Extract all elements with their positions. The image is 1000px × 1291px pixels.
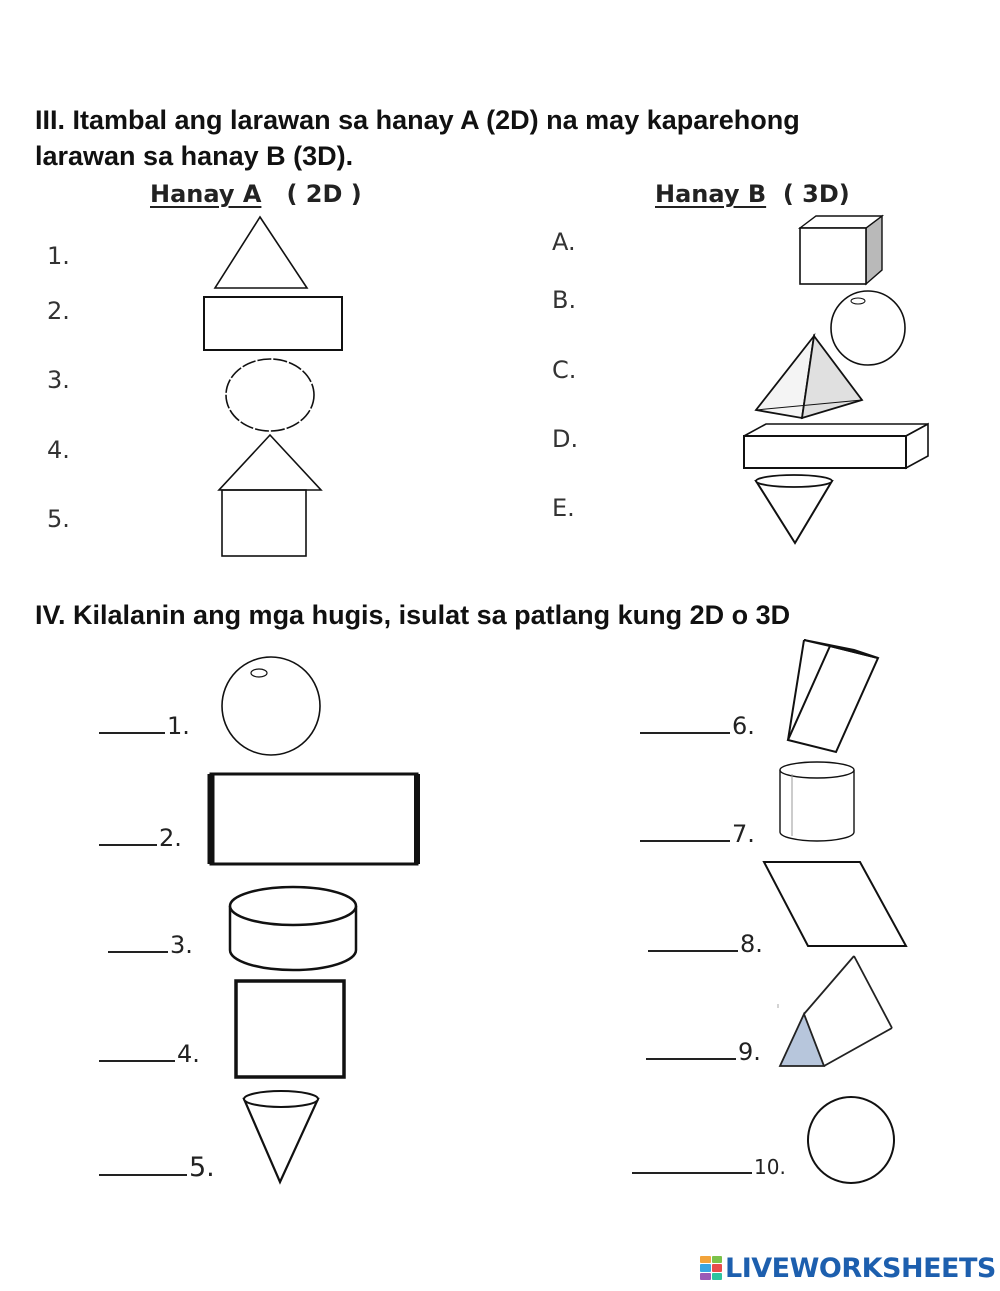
- cylinder-icon: [779, 761, 855, 842]
- answer-blank-1[interactable]: 1.: [99, 712, 190, 740]
- a-item-number: 4.: [47, 436, 70, 464]
- b-item-letter: A.: [552, 228, 576, 256]
- column-a-name: Hanay A: [150, 180, 262, 208]
- blank-line: [99, 1040, 175, 1062]
- answer-blank-7[interactable]: 7.: [640, 820, 755, 848]
- section3-title-line2: larawan sa hanay B (3D).: [35, 141, 354, 171]
- blank-line: [99, 712, 165, 734]
- answer-blank-10[interactable]: 10.: [632, 1152, 786, 1180]
- column-a-tag: ( 2D ): [286, 180, 362, 208]
- blank-line: [632, 1152, 752, 1174]
- b-item-letter: B.: [552, 286, 577, 314]
- liveworksheets-logo[interactable]: LIVEWORKSHEETS: [700, 1252, 996, 1284]
- column-a-header: Hanay A ( 2D ): [150, 180, 362, 208]
- sphere-icon: [221, 656, 321, 756]
- item-number: 6.: [732, 712, 755, 740]
- triangle-icon: [213, 215, 309, 289]
- answer-blank-6[interactable]: 6.: [640, 712, 755, 740]
- parallelogram-icon: [762, 861, 908, 947]
- blank-line: [99, 824, 157, 846]
- b-item-letter: E.: [552, 494, 575, 522]
- cone-icon: [242, 1090, 320, 1185]
- triangular-prism-icon: [777, 955, 893, 1067]
- item-number: 2.: [159, 824, 182, 852]
- answer-blank-9[interactable]: 9.: [646, 1038, 761, 1066]
- rectangle-icon: [207, 772, 420, 866]
- item-number: 8.: [740, 930, 763, 958]
- blank-line: [108, 931, 168, 953]
- logo-text: LIVEWORKSHEETS: [725, 1252, 996, 1284]
- item-number: 7.: [732, 820, 755, 848]
- circle-icon: [225, 358, 315, 432]
- b-item-letter: D.: [552, 425, 579, 453]
- rectangular-prism-icon: [786, 639, 880, 754]
- cylinder-icon: [228, 885, 358, 972]
- item-number: 3.: [170, 931, 193, 959]
- column-b-tag: ( 3D): [782, 180, 850, 208]
- item-number: 5.: [189, 1152, 215, 1183]
- answer-blank-4[interactable]: 4.: [99, 1040, 200, 1068]
- blank-line: [99, 1154, 187, 1176]
- a-item-number: 3.: [47, 366, 70, 394]
- a-item-number: 2.: [47, 297, 70, 325]
- blank-line: [640, 820, 730, 842]
- square-icon: [234, 979, 346, 1079]
- answer-blank-5[interactable]: 5.: [99, 1152, 215, 1183]
- section3-title-line1: III. Itambal ang larawan sa hanay A (2D)…: [35, 105, 800, 135]
- column-b-name: Hanay B: [655, 180, 767, 208]
- house-pentagon-icon: [217, 433, 323, 557]
- a-item-number: 1.: [47, 242, 70, 270]
- rectangle-icon: [203, 296, 343, 351]
- item-number: 4.: [177, 1040, 200, 1068]
- section4-title: IV. Kilalanin ang mga hugis, isulat sa p…: [35, 600, 791, 630]
- answer-blank-3[interactable]: 3.: [108, 931, 193, 959]
- pyramid-icon: [754, 332, 864, 420]
- logo-mark-icon: [700, 1256, 722, 1280]
- answer-blank-8[interactable]: 8.: [648, 930, 763, 958]
- b-item-letter: C.: [552, 356, 577, 384]
- cube-icon: [797, 214, 885, 286]
- blank-line: [646, 1038, 736, 1060]
- answer-blank-2[interactable]: 2.: [99, 824, 182, 852]
- sphere-icon: [830, 290, 906, 366]
- column-b-header: Hanay B ( 3D): [655, 180, 850, 208]
- rectangular-prism-icon: [743, 422, 929, 470]
- cone-icon: [754, 474, 834, 545]
- item-number: 1.: [167, 712, 190, 740]
- item-number: 10.: [754, 1155, 786, 1179]
- a-item-number: 5.: [47, 505, 70, 533]
- blank-line: [640, 712, 730, 734]
- circle-icon: [807, 1096, 895, 1184]
- item-number: 9.: [738, 1038, 761, 1066]
- blank-line: [648, 930, 738, 952]
